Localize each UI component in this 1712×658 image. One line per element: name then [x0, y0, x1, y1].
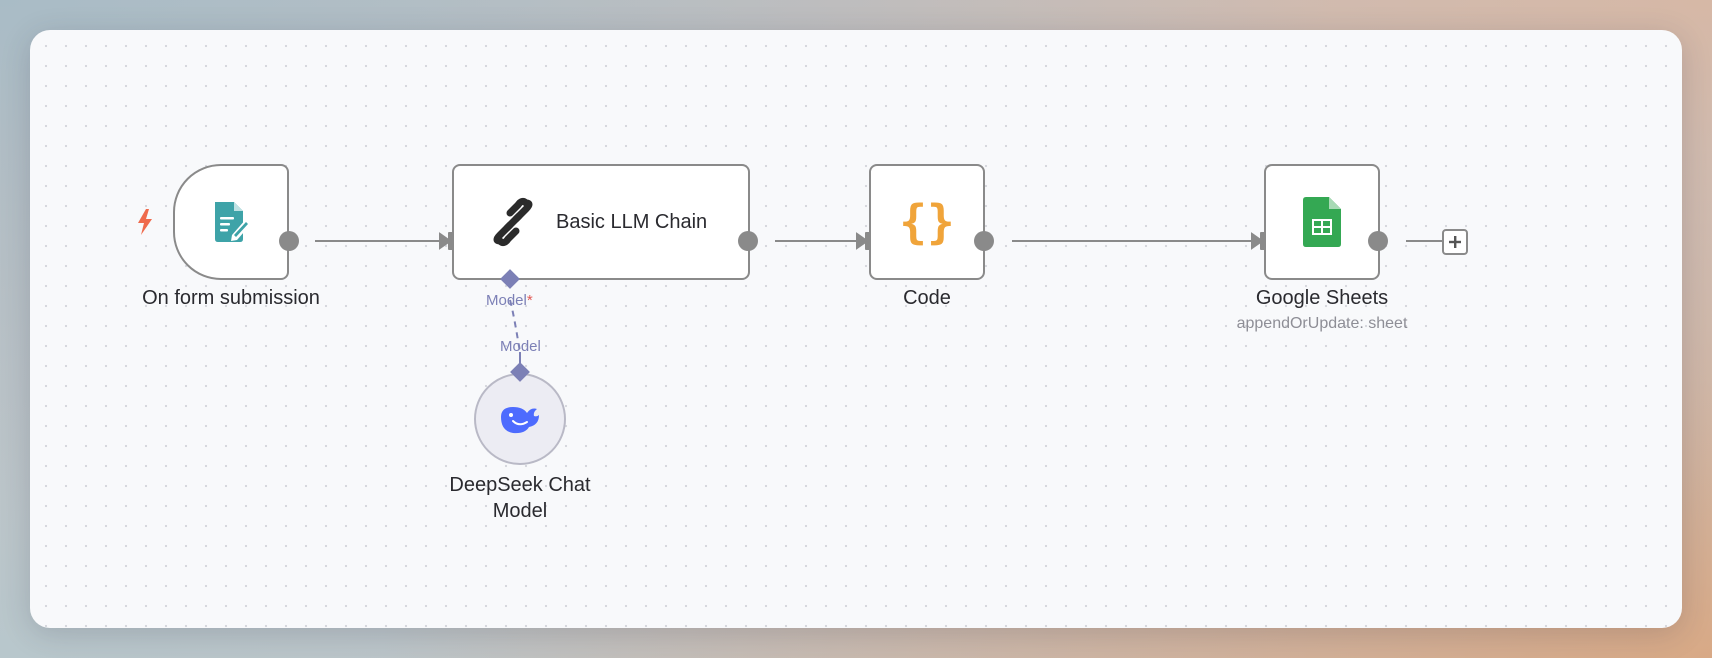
- edge-arrow: [439, 232, 452, 250]
- form-pen-icon: [215, 202, 251, 242]
- node-basic-llm-chain[interactable]: Basic LLM Chain: [452, 164, 750, 280]
- output-handle[interactable]: [1368, 231, 1388, 251]
- output-handle[interactable]: [974, 231, 994, 251]
- node-google-sheets-subtitle: appendOrUpdate: sheet: [1236, 315, 1408, 332]
- deepseek-port-label: Model: [500, 338, 541, 355]
- add-node-button[interactable]: [1442, 229, 1468, 255]
- edge-arrow: [856, 232, 869, 250]
- deepseek-whale-icon: [501, 407, 539, 434]
- node-google-sheets[interactable]: [1264, 164, 1380, 280]
- connections-layer: [315, 232, 1442, 365]
- node-form-trigger[interactable]: [173, 164, 289, 280]
- node-code-label: Code: [903, 287, 951, 309]
- chain-link-icon: [493, 197, 533, 247]
- required-asterisk: *: [526, 292, 533, 309]
- node-deepseek-label: DeepSeek Chat Model: [449, 474, 591, 522]
- node-basic-llm-chain-label: Basic LLM Chain: [556, 210, 708, 233]
- output-handle[interactable]: [738, 231, 758, 251]
- plus-icon: [1449, 236, 1461, 248]
- node-deepseek-chat-model[interactable]: [474, 373, 566, 465]
- google-sheets-icon: [1303, 197, 1341, 247]
- curly-braces-icon: {}: [899, 195, 955, 249]
- node-code[interactable]: {}: [869, 164, 985, 280]
- output-handle[interactable]: [279, 231, 299, 251]
- workflow-canvas[interactable]: On form submission Basic LLM Chain Model…: [30, 30, 1682, 628]
- edge-model-connection: [509, 299, 521, 353]
- edge-arrow: [1251, 232, 1264, 250]
- model-port-label: Model*: [486, 292, 533, 309]
- trigger-bolt-icon: [138, 209, 152, 235]
- node-google-sheets-label: Google Sheets: [1255, 287, 1389, 309]
- node-form-trigger-label: On form submission: [142, 287, 320, 309]
